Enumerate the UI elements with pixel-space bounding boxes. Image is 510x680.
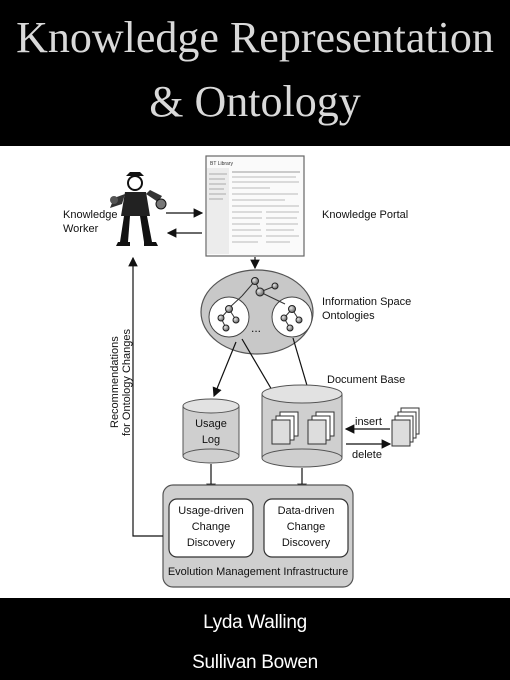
insert-label: insert xyxy=(355,416,382,428)
usage-driven-label-2: Change xyxy=(192,521,231,533)
info-space-label-1: Information Space xyxy=(322,296,411,308)
data-driven-label-1: Data-driven xyxy=(278,505,335,517)
recommendations-label-2: for Ontology Changes xyxy=(121,328,133,436)
ontology-to-usage-log-arrow xyxy=(212,341,237,398)
document-base-label: Document Base xyxy=(327,374,405,386)
data-driven-label-2: Change xyxy=(287,521,326,533)
external-documents-stack xyxy=(391,407,420,447)
usage-log-label-1: Usage xyxy=(195,418,227,430)
evolution-infra-label: Evolution Management Infrastructure xyxy=(168,566,348,578)
knowledge-worker-label-2: Worker xyxy=(63,223,99,235)
title-line-1: Knowledge Representation xyxy=(16,13,494,62)
usage-log-label-2: Log xyxy=(202,434,220,446)
evolution-infrastructure-box xyxy=(162,484,354,588)
knowledge-worker-label-1: Knowledge xyxy=(63,209,117,221)
recommendations-label-1: Recommendations xyxy=(109,336,121,428)
portal-header: BT Library xyxy=(210,161,233,167)
delete-label: delete xyxy=(352,449,382,461)
ontology-space: ... xyxy=(200,269,314,355)
title-line-2: & Ontology xyxy=(149,77,361,126)
architecture-diagram: Knowledge Worker BT Library xyxy=(0,146,510,598)
usage-driven-label-3: Discovery xyxy=(187,537,236,549)
title-band: Knowledge Representation & Ontology xyxy=(0,0,510,146)
usage-driven-discovery-box xyxy=(168,498,254,558)
author-2: Sullivan Bowen xyxy=(192,652,318,673)
data-driven-discovery-box xyxy=(263,498,349,558)
data-driven-label-3: Discovery xyxy=(282,537,331,549)
portal-screenshot: BT Library xyxy=(205,155,305,257)
ontology-ellipsis: ... xyxy=(251,321,261,335)
author-band: Lyda Walling Sullivan Bowen xyxy=(0,598,510,680)
usage-log-cylinder xyxy=(182,398,240,464)
document-base-cylinder xyxy=(261,384,343,468)
author-1: Lyda Walling xyxy=(203,612,307,633)
recommendations-feedback-arrow xyxy=(128,256,163,537)
knowledge-portal-label: Knowledge Portal xyxy=(322,209,408,221)
diagram-svg: Knowledge Worker BT Library xyxy=(63,155,420,588)
usage-driven-label-1: Usage-driven xyxy=(178,505,243,517)
knowledge-worker-figure-icon xyxy=(110,172,167,246)
info-space-label-2: Ontologies xyxy=(322,310,375,322)
